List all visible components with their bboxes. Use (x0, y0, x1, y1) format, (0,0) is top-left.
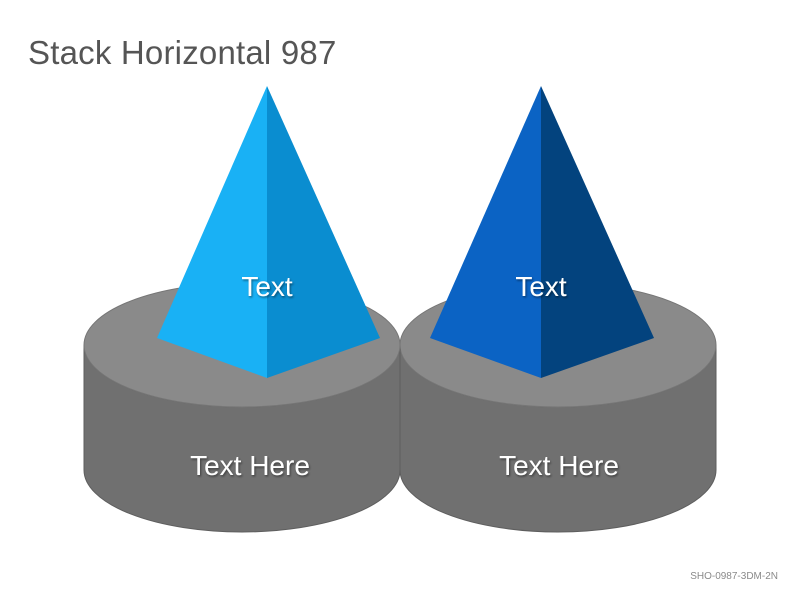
pyramid-2-left-face (430, 86, 541, 378)
base-2-label: Text Here (499, 450, 619, 481)
pyramid-1-left-face (157, 86, 267, 378)
pyramid-2 (430, 86, 654, 378)
pyramid-1-label: Text (241, 271, 293, 302)
pyramid-1-right-face (267, 86, 380, 378)
pyramid-1 (157, 86, 380, 378)
pyramid-2-right-face (541, 86, 654, 378)
pyramid-2-label: Text (515, 271, 567, 302)
page-title: Stack Horizontal 987 (28, 34, 337, 71)
footer-code: SHO-0987-3DM-2N (690, 571, 778, 582)
base-1-label: Text Here (190, 450, 310, 481)
